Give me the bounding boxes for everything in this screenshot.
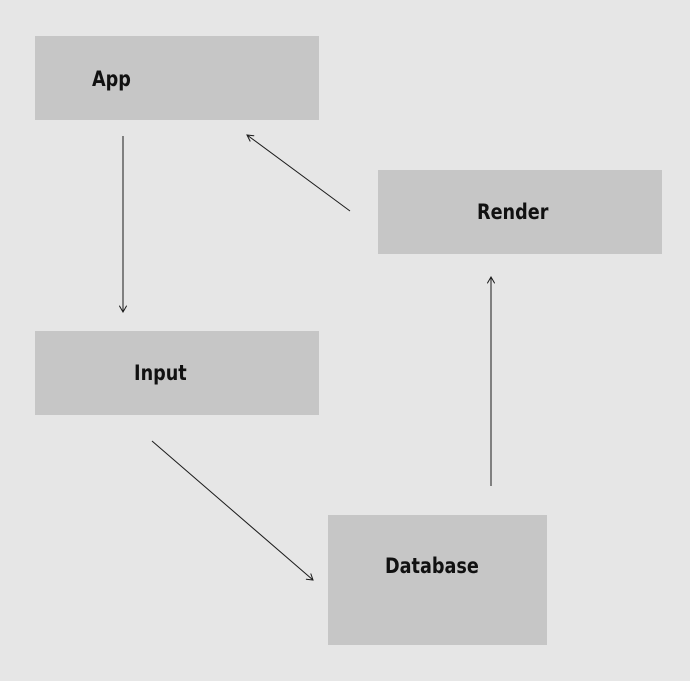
edge-render-to-app — [246, 134, 351, 212]
node-app-label: App — [92, 67, 131, 91]
node-database-label: Database — [385, 554, 479, 578]
node-render-label: Render — [477, 200, 549, 224]
node-database[interactable]: Database — [328, 515, 547, 645]
edge-input-to-database — [151, 440, 314, 581]
node-render[interactable]: Render — [378, 170, 662, 254]
edge-database-to-render — [487, 276, 495, 486]
node-app[interactable]: App — [35, 36, 319, 120]
node-input[interactable]: Input — [35, 331, 319, 415]
edge-app-to-input — [119, 136, 127, 313]
node-input-label: Input — [134, 361, 187, 385]
